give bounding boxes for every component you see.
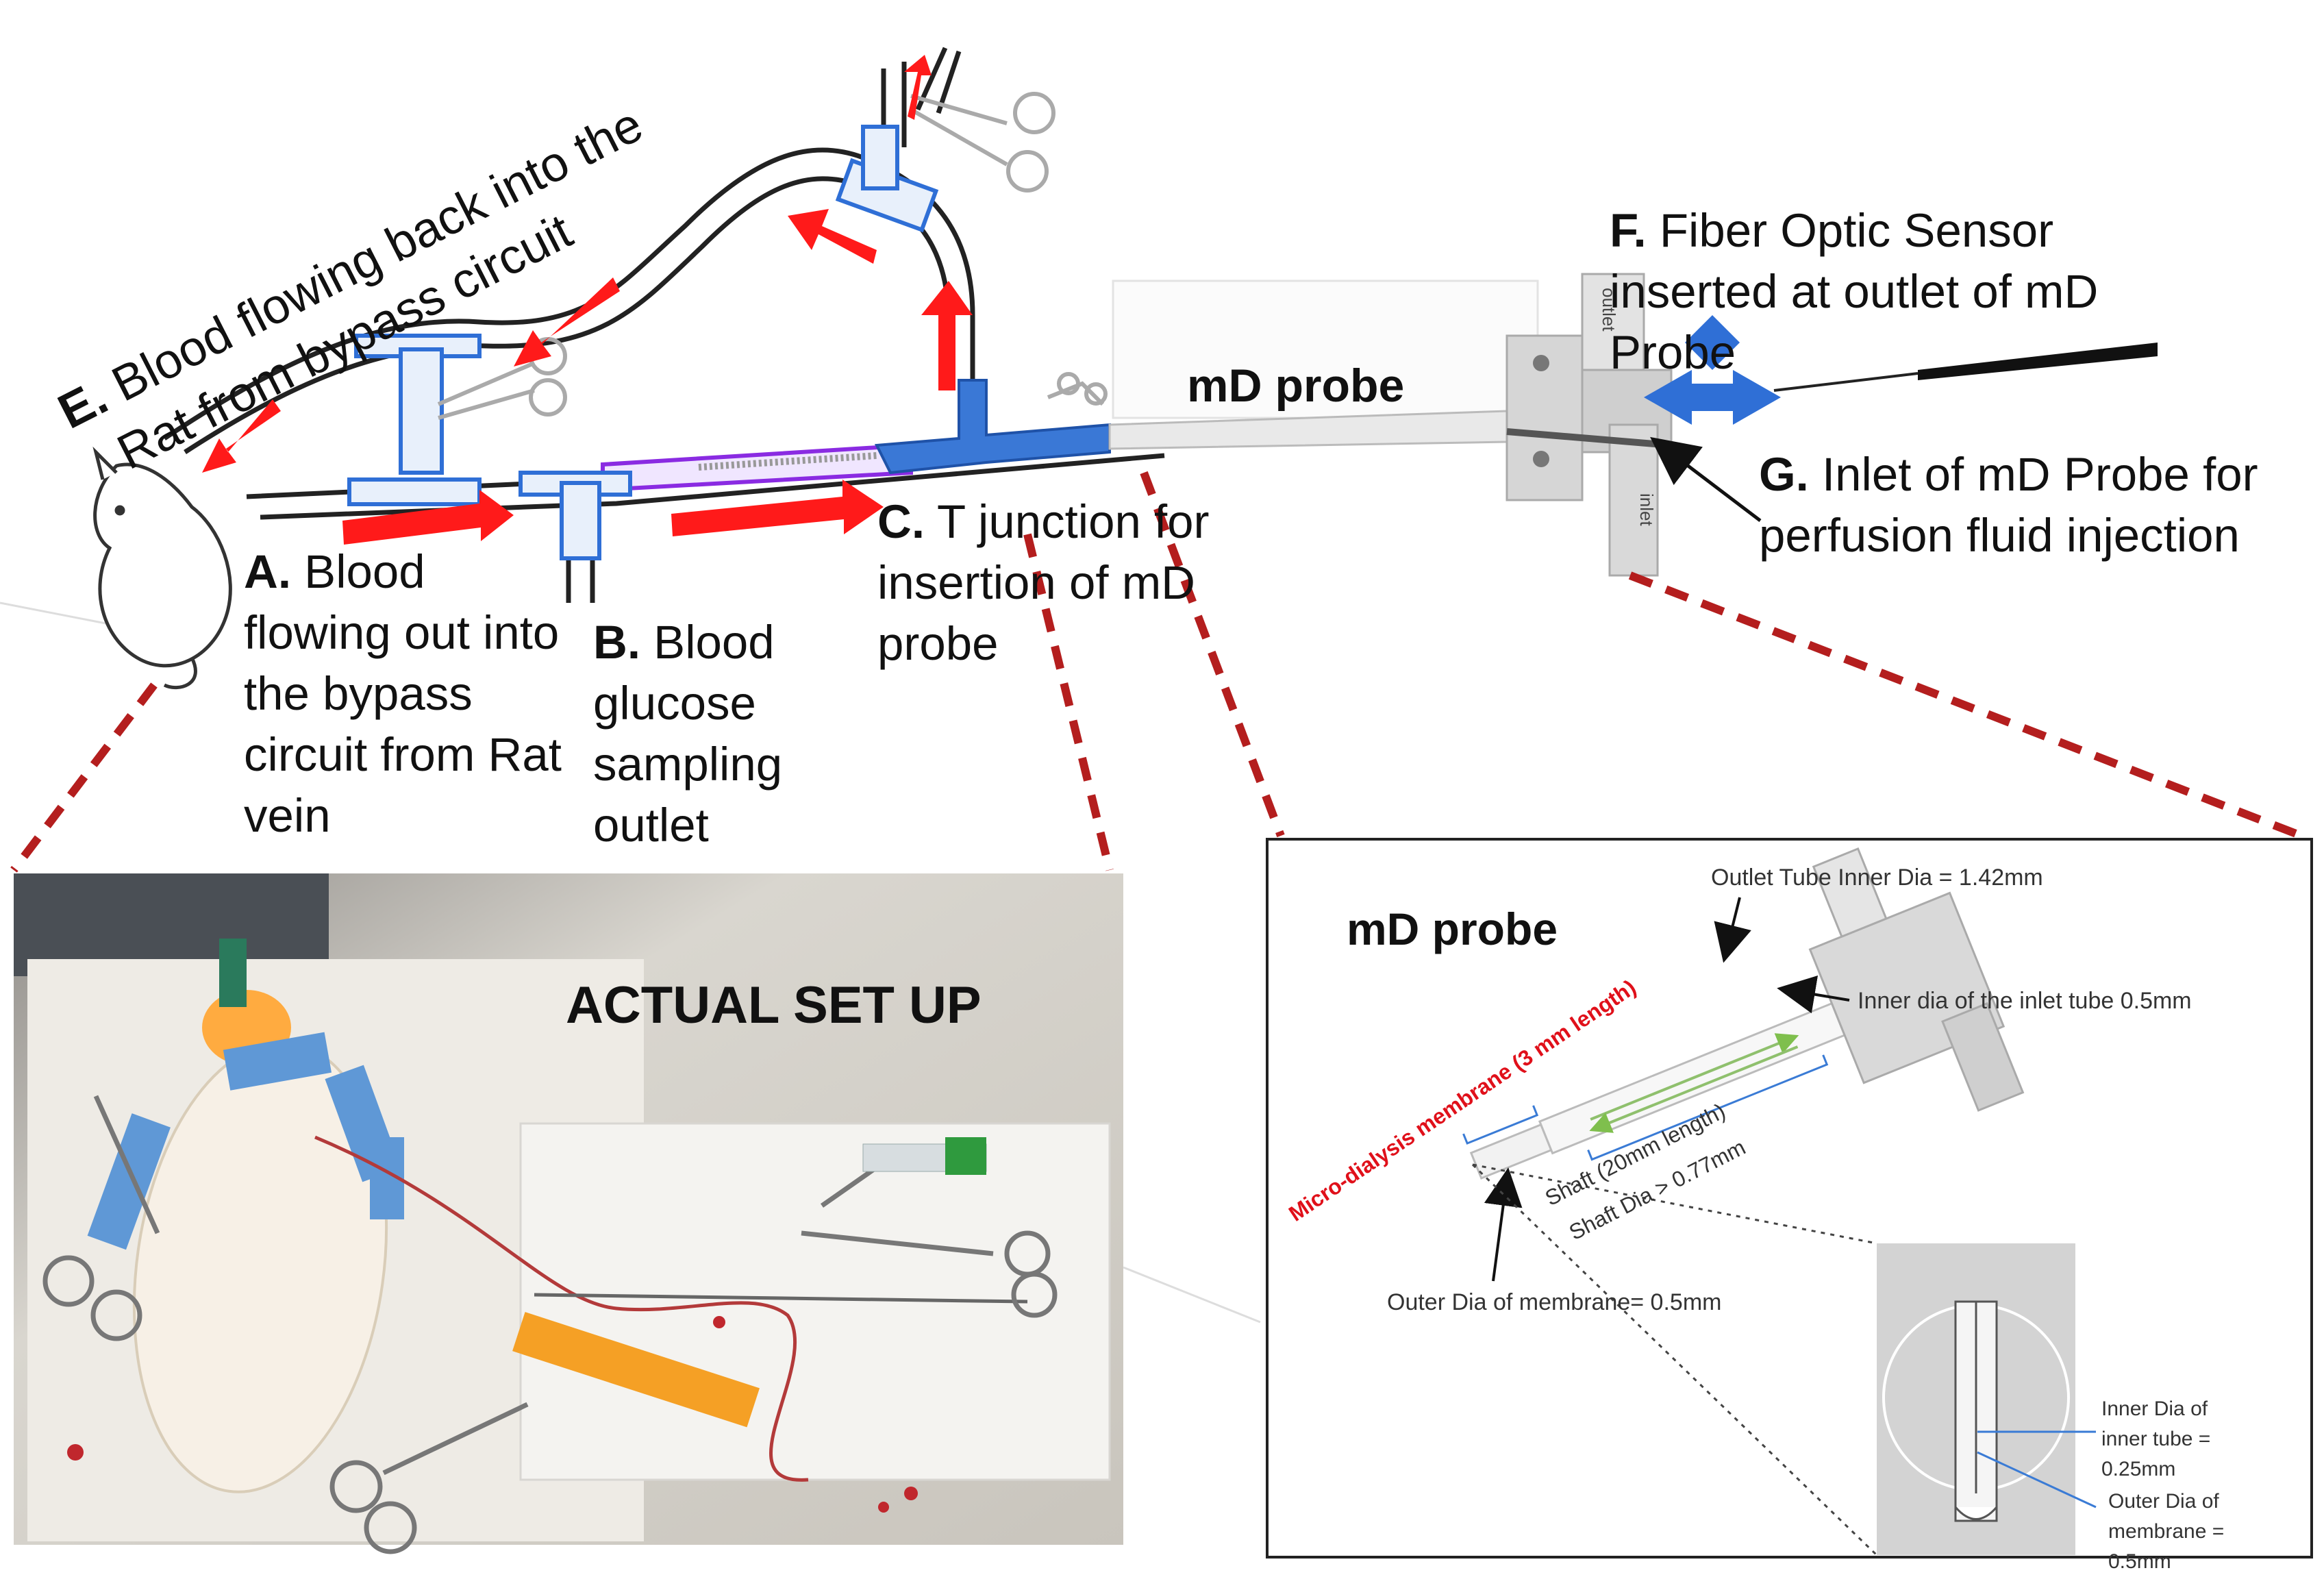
inlet-pointer-arrow	[1650, 436, 1762, 522]
md-probe-inset-panel	[1266, 838, 2313, 1559]
inner-dia-inner-tube-note: Inner Dia of inner tube = 0.25mm	[2101, 1398, 2211, 1480]
md-probe-label: mD probe	[1187, 360, 1405, 412]
svg-text:inlet: inlet	[1636, 493, 1657, 526]
sensor-blue-arrow	[1644, 370, 1781, 425]
t-junction-fittings	[347, 125, 939, 560]
md-t-junction	[874, 379, 1111, 475]
inset-title: mD probe	[1347, 904, 1558, 954]
flow-arrows	[202, 55, 973, 545]
label-f: F. Fiber Optic Sensor inserted at outlet…	[1610, 204, 2099, 379]
label-g: G. Inlet of mD Probe for perfusion fluid…	[1759, 448, 2258, 562]
label-a: A. Blood flowing out into the bypass cir…	[244, 545, 562, 842]
outer-dia-membrane-note: Outer Dia of membrane= 0.5mm	[1387, 1289, 1722, 1315]
outer-dia-membrane-detail-note: Outer Dia of membrane = 0.5mm	[2108, 1490, 2225, 1573]
rat-icon	[92, 446, 232, 690]
label-b: B. Blood glucose sampling outlet	[593, 616, 783, 852]
photo-title: ACTUAL SET UP	[566, 976, 982, 1034]
fiber-optic-sensor	[1773, 343, 2158, 392]
label-c: C. T junction for insertion of mD probe	[877, 495, 1210, 670]
svg-text:outlet: outlet	[1599, 288, 1619, 332]
outlet-tube-note: Outlet Tube Inner Dia = 1.42mm	[1711, 865, 2043, 891]
md-probe-device: inlet outlet	[1108, 273, 1673, 577]
hemostat-clamps	[437, 92, 1108, 420]
inlet-tube-note: Inner dia of the inlet tube 0.5mm	[1858, 988, 2192, 1014]
actual-setup-photo	[14, 873, 1123, 1554]
magnification-lines	[10, 471, 2303, 873]
